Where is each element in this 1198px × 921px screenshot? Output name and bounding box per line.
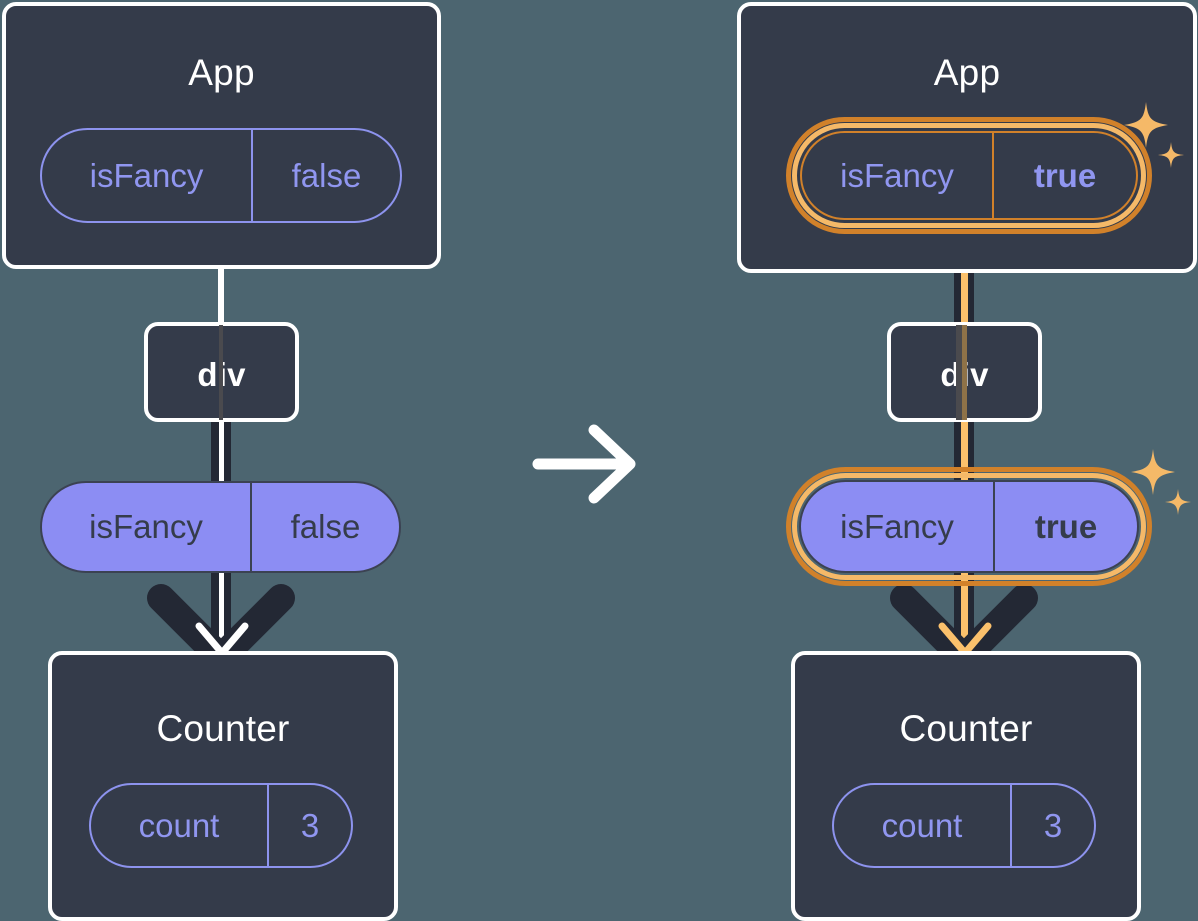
sparkle-big-prop [1131, 449, 1175, 495]
app-state-pill-before: isFancy false [40, 128, 402, 223]
panel-before: App isFancy false div isFancy false [0, 0, 520, 921]
wire-through-div-core-after [962, 325, 967, 420]
app-state-value-after: true [992, 133, 1136, 218]
app-state-key-before: isFancy [89, 156, 204, 194]
sparkle-small-prop [1165, 489, 1191, 515]
prop-value-after: true [993, 482, 1137, 571]
prop-key-after: isFancy [840, 507, 954, 545]
counter-title-after: Counter [899, 708, 1033, 749]
prop-key-before: isFancy [89, 508, 203, 545]
counter-state-key-before: count [138, 806, 220, 844]
prop-pill-before: isFancy false [40, 481, 401, 573]
counter-state-pill-after: count 3 [832, 783, 1096, 868]
sparkle-big-app [1124, 102, 1168, 148]
prop-value-before: false [250, 483, 399, 571]
sparkle-small-app [1158, 142, 1184, 168]
arrow-tip-stroke-before [195, 622, 249, 657]
counter-state-value-before: 3 [267, 785, 351, 866]
app-title-after: App [933, 52, 1001, 93]
app-state-pill-after: isFancy true [800, 131, 1138, 220]
wire-div-to-prop-core-after [961, 420, 968, 485]
counter-title-before: Counter [156, 708, 290, 749]
panel-after: App isFancy true div isFancy tru [678, 0, 1198, 921]
right-arrow-icon [532, 424, 636, 504]
sparkle-icon-prop-after [1131, 449, 1191, 515]
wire-prop-stem-core-after [961, 570, 968, 655]
right-arrow-stroke [532, 424, 636, 504]
app-state-key-after: isFancy [840, 156, 954, 194]
wire-through-div-dark-after [956, 325, 965, 420]
app-title-before: App [188, 52, 255, 93]
counter-state-value-after: 3 [1010, 785, 1094, 866]
wire-through-div-before [219, 325, 223, 420]
prop-pill-after: isFancy true [799, 480, 1139, 573]
arrow-tip-stroke-after [938, 622, 992, 657]
wire-prop-stem-core-before [219, 570, 224, 655]
wire-div-to-prop-core-before [219, 420, 224, 485]
counter-state-pill-before: count 3 [89, 783, 353, 868]
wire-app-to-div-before [218, 265, 224, 323]
sparkle-icon-app-after [1124, 102, 1184, 168]
app-state-value-before: false [251, 130, 400, 221]
counter-state-key-after: count [881, 806, 963, 844]
